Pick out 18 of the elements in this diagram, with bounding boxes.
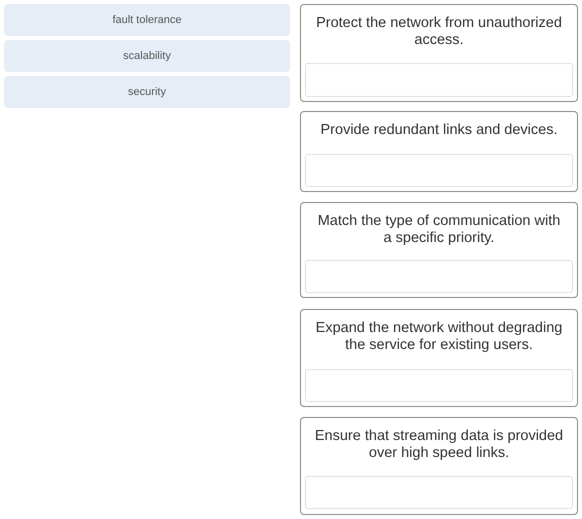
prompt-text: Ensure that streaming data is provided over high speed links. — [314, 428, 564, 462]
question-card — [300, 309, 578, 407]
prompt-text: Protect the network from unauthorized access. — [315, 15, 563, 49]
answer-box — [305, 260, 573, 293]
question-card — [300, 417, 578, 515]
answer-box — [305, 63, 573, 97]
answer-box — [305, 154, 573, 187]
question-card — [300, 202, 578, 298]
draggable-option: fault tolerance — [4, 4, 290, 36]
prompt-text: Provide redundant links and devices. — [320, 122, 558, 139]
answer-box — [305, 476, 573, 509]
draggable-option: scalability — [4, 40, 290, 72]
prompt-text: Expand the network without degrading the service for existing users. — [314, 320, 564, 354]
answer-box — [305, 369, 573, 402]
question-card — [300, 111, 578, 192]
prompt-text: Match the type of communication with a specific priority. — [316, 213, 562, 247]
question-card — [300, 4, 578, 102]
draggable-option: security — [4, 76, 290, 108]
